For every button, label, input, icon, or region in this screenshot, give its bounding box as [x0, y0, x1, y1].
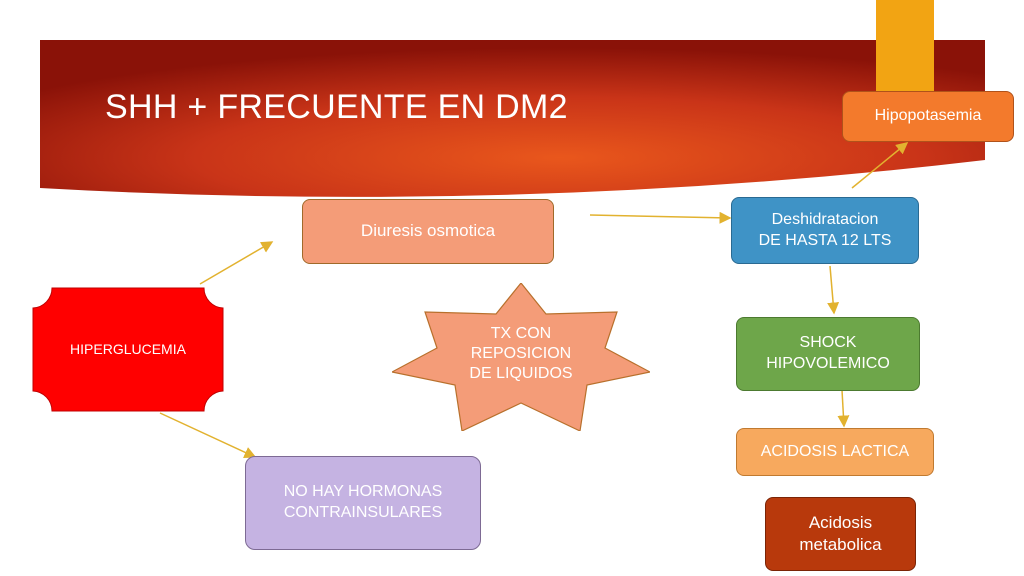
arrow-shock-to-acidosis: [837, 389, 850, 428]
acidosis-lactica-box: ACIDOSIS LACTICA: [736, 428, 934, 476]
shock-hipovolemico-label: SHOCK HIPOVOLEMICO: [766, 334, 890, 372]
acidosis-metabolica-label: Acidosis metabolica: [799, 512, 882, 554]
accent-bar: [876, 0, 934, 92]
arrow-deshidratacion-to-hipopotasemia: [851, 142, 909, 189]
arrow-deshidratacion-to-shock: [827, 265, 840, 315]
tx-star-shape: [392, 283, 650, 431]
arrow-hiper-to-nohormonas: [159, 412, 257, 459]
hiperglucemia-label: HIPERGLUCEMIA: [70, 340, 186, 357]
deshidratacion-box: Deshidratacion DE HASTA 12 LTS: [731, 197, 919, 264]
diuresis-osmotica-label: Diuresis osmotica: [360, 221, 496, 241]
hipopotasemia-box: Hipopotasemia: [842, 91, 1014, 142]
arrow-hiper-to-diuresis: [199, 241, 274, 285]
tx-star-label: TX CON REPOSICION DE LIQUIDOS: [469, 325, 573, 382]
diuresis-osmotica-box: Diuresis osmotica: [302, 199, 554, 264]
shock-hipovolemico-box: SHOCK HIPOVOLEMICO: [736, 317, 920, 391]
slide-title: SHH + FRECUENTE EN DM2: [105, 88, 568, 126]
deshidratacion-label: Deshidratacion DE HASTA 12 LTS: [758, 210, 892, 249]
no-hormonas-label: NO HAY HORMONAS CONTRAINSULARES: [283, 483, 443, 521]
arrow-diuresis-to-deshidratacion: [589, 211, 732, 224]
acidosis-metabolica-box: Acidosis metabolica: [765, 497, 916, 571]
hipopotasemia-label: Hipopotasemia: [874, 107, 982, 125]
no-hormonas-box: NO HAY HORMONAS CONTRAINSULARES: [245, 456, 481, 550]
acidosis-lactica-label: ACIDOSIS LACTICA: [760, 442, 910, 460]
hiperglucemia-shape: [32, 287, 224, 412]
